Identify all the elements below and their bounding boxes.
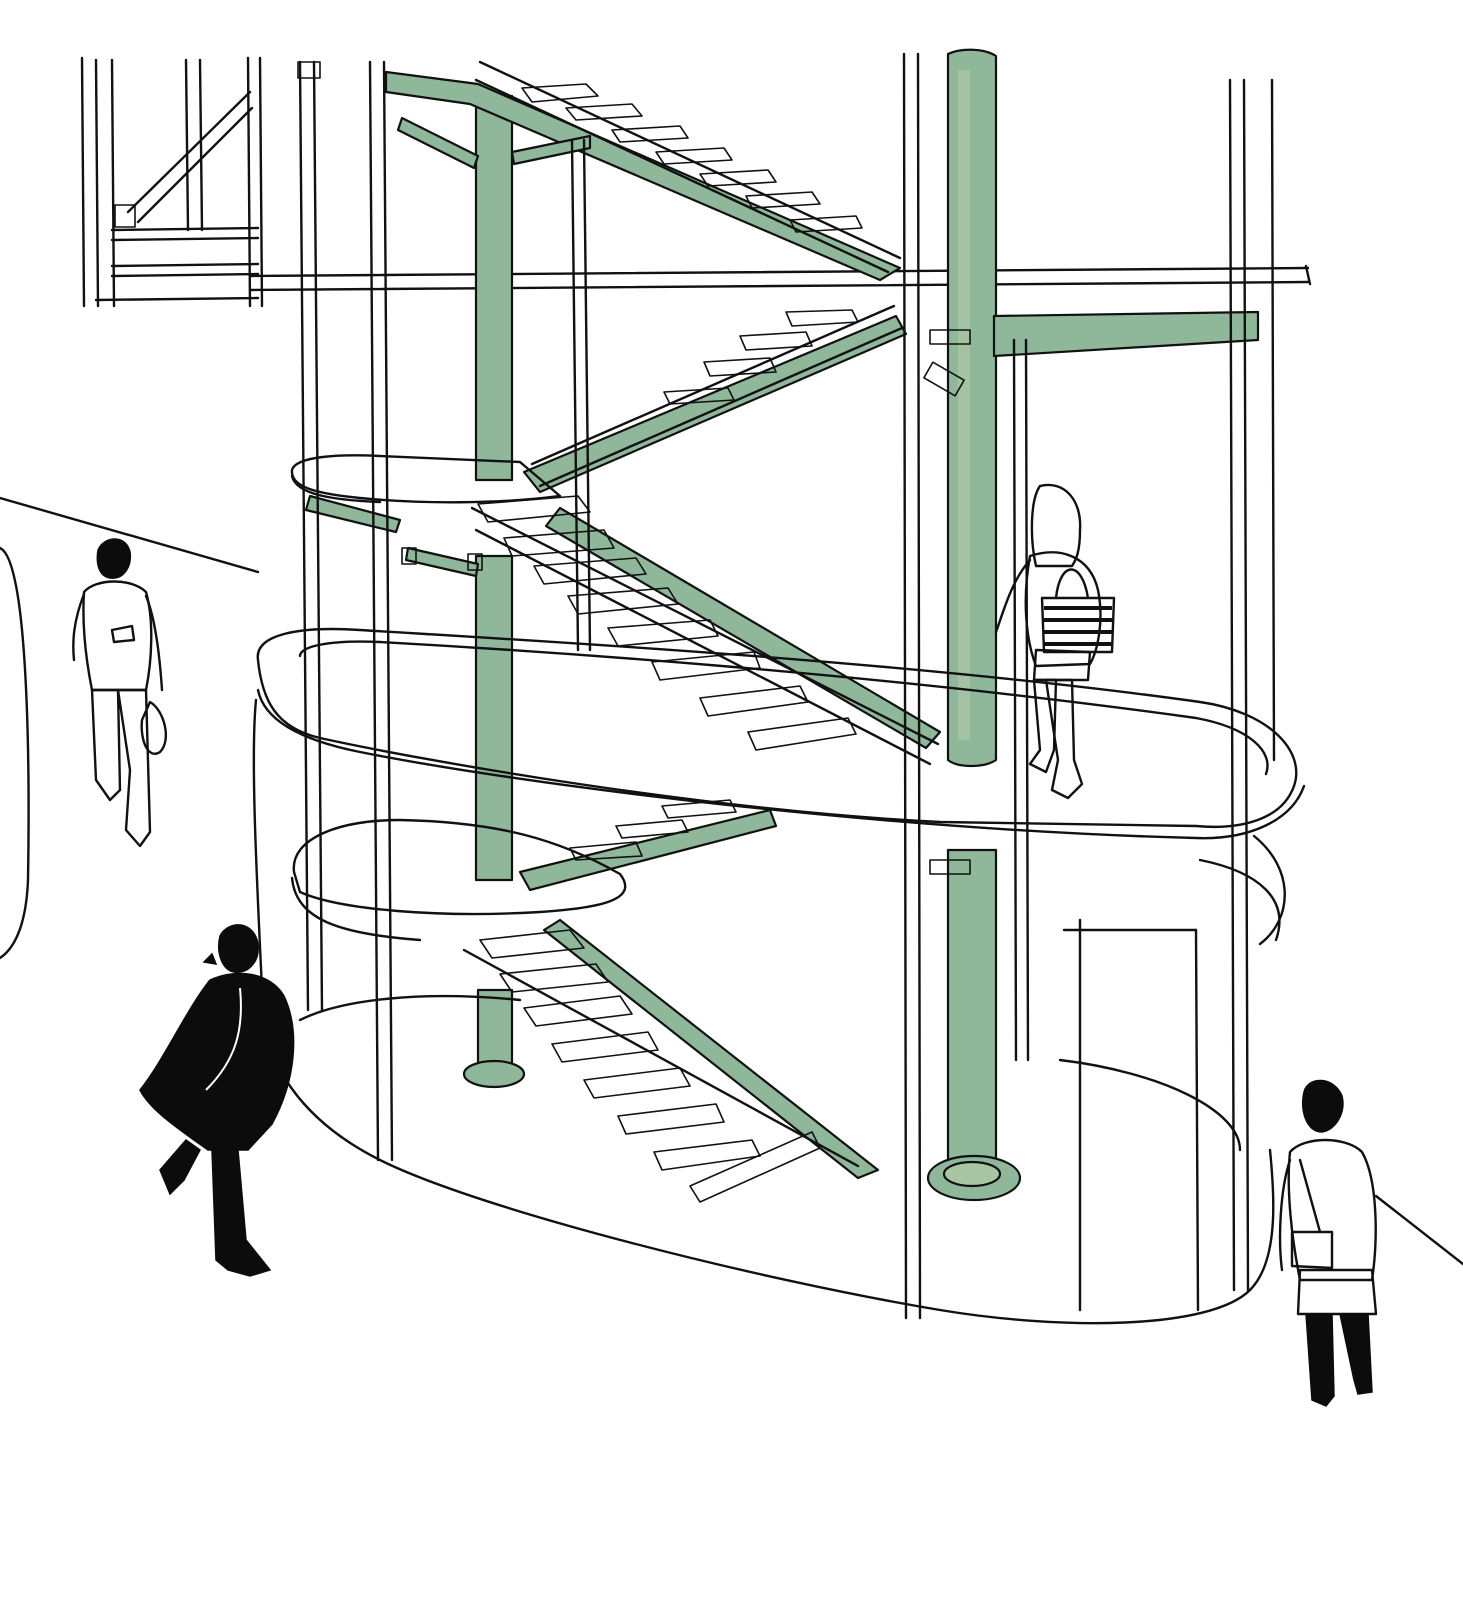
fifth-stair-flight — [462, 929, 860, 1203]
brackets — [297, 61, 971, 875]
upper-left-frame — [80, 56, 264, 308]
man-with-phone — [72, 538, 168, 848]
third-stair-flight — [470, 495, 940, 766]
top-stair-flight — [474, 60, 902, 274]
woman-in-black-coat — [139, 924, 295, 1277]
woman-with-striped-bag — [994, 483, 1116, 800]
woman-with-crossbody-bag — [1278, 1079, 1378, 1407]
background-wall — [0, 496, 260, 960]
fourth-stair-flight — [569, 799, 737, 861]
upper-beam — [248, 264, 1312, 292]
main-oval-landing — [256, 627, 1306, 840]
lower-landing — [290, 818, 627, 942]
ground-oval-base — [260, 834, 1286, 1325]
vertical-posts — [252, 52, 1276, 1320]
second-stair-flight — [530, 304, 904, 488]
floor-edge-right — [1374, 1194, 1463, 1266]
steel-structure — [304, 48, 1260, 1202]
upper-landing — [290, 454, 562, 504]
